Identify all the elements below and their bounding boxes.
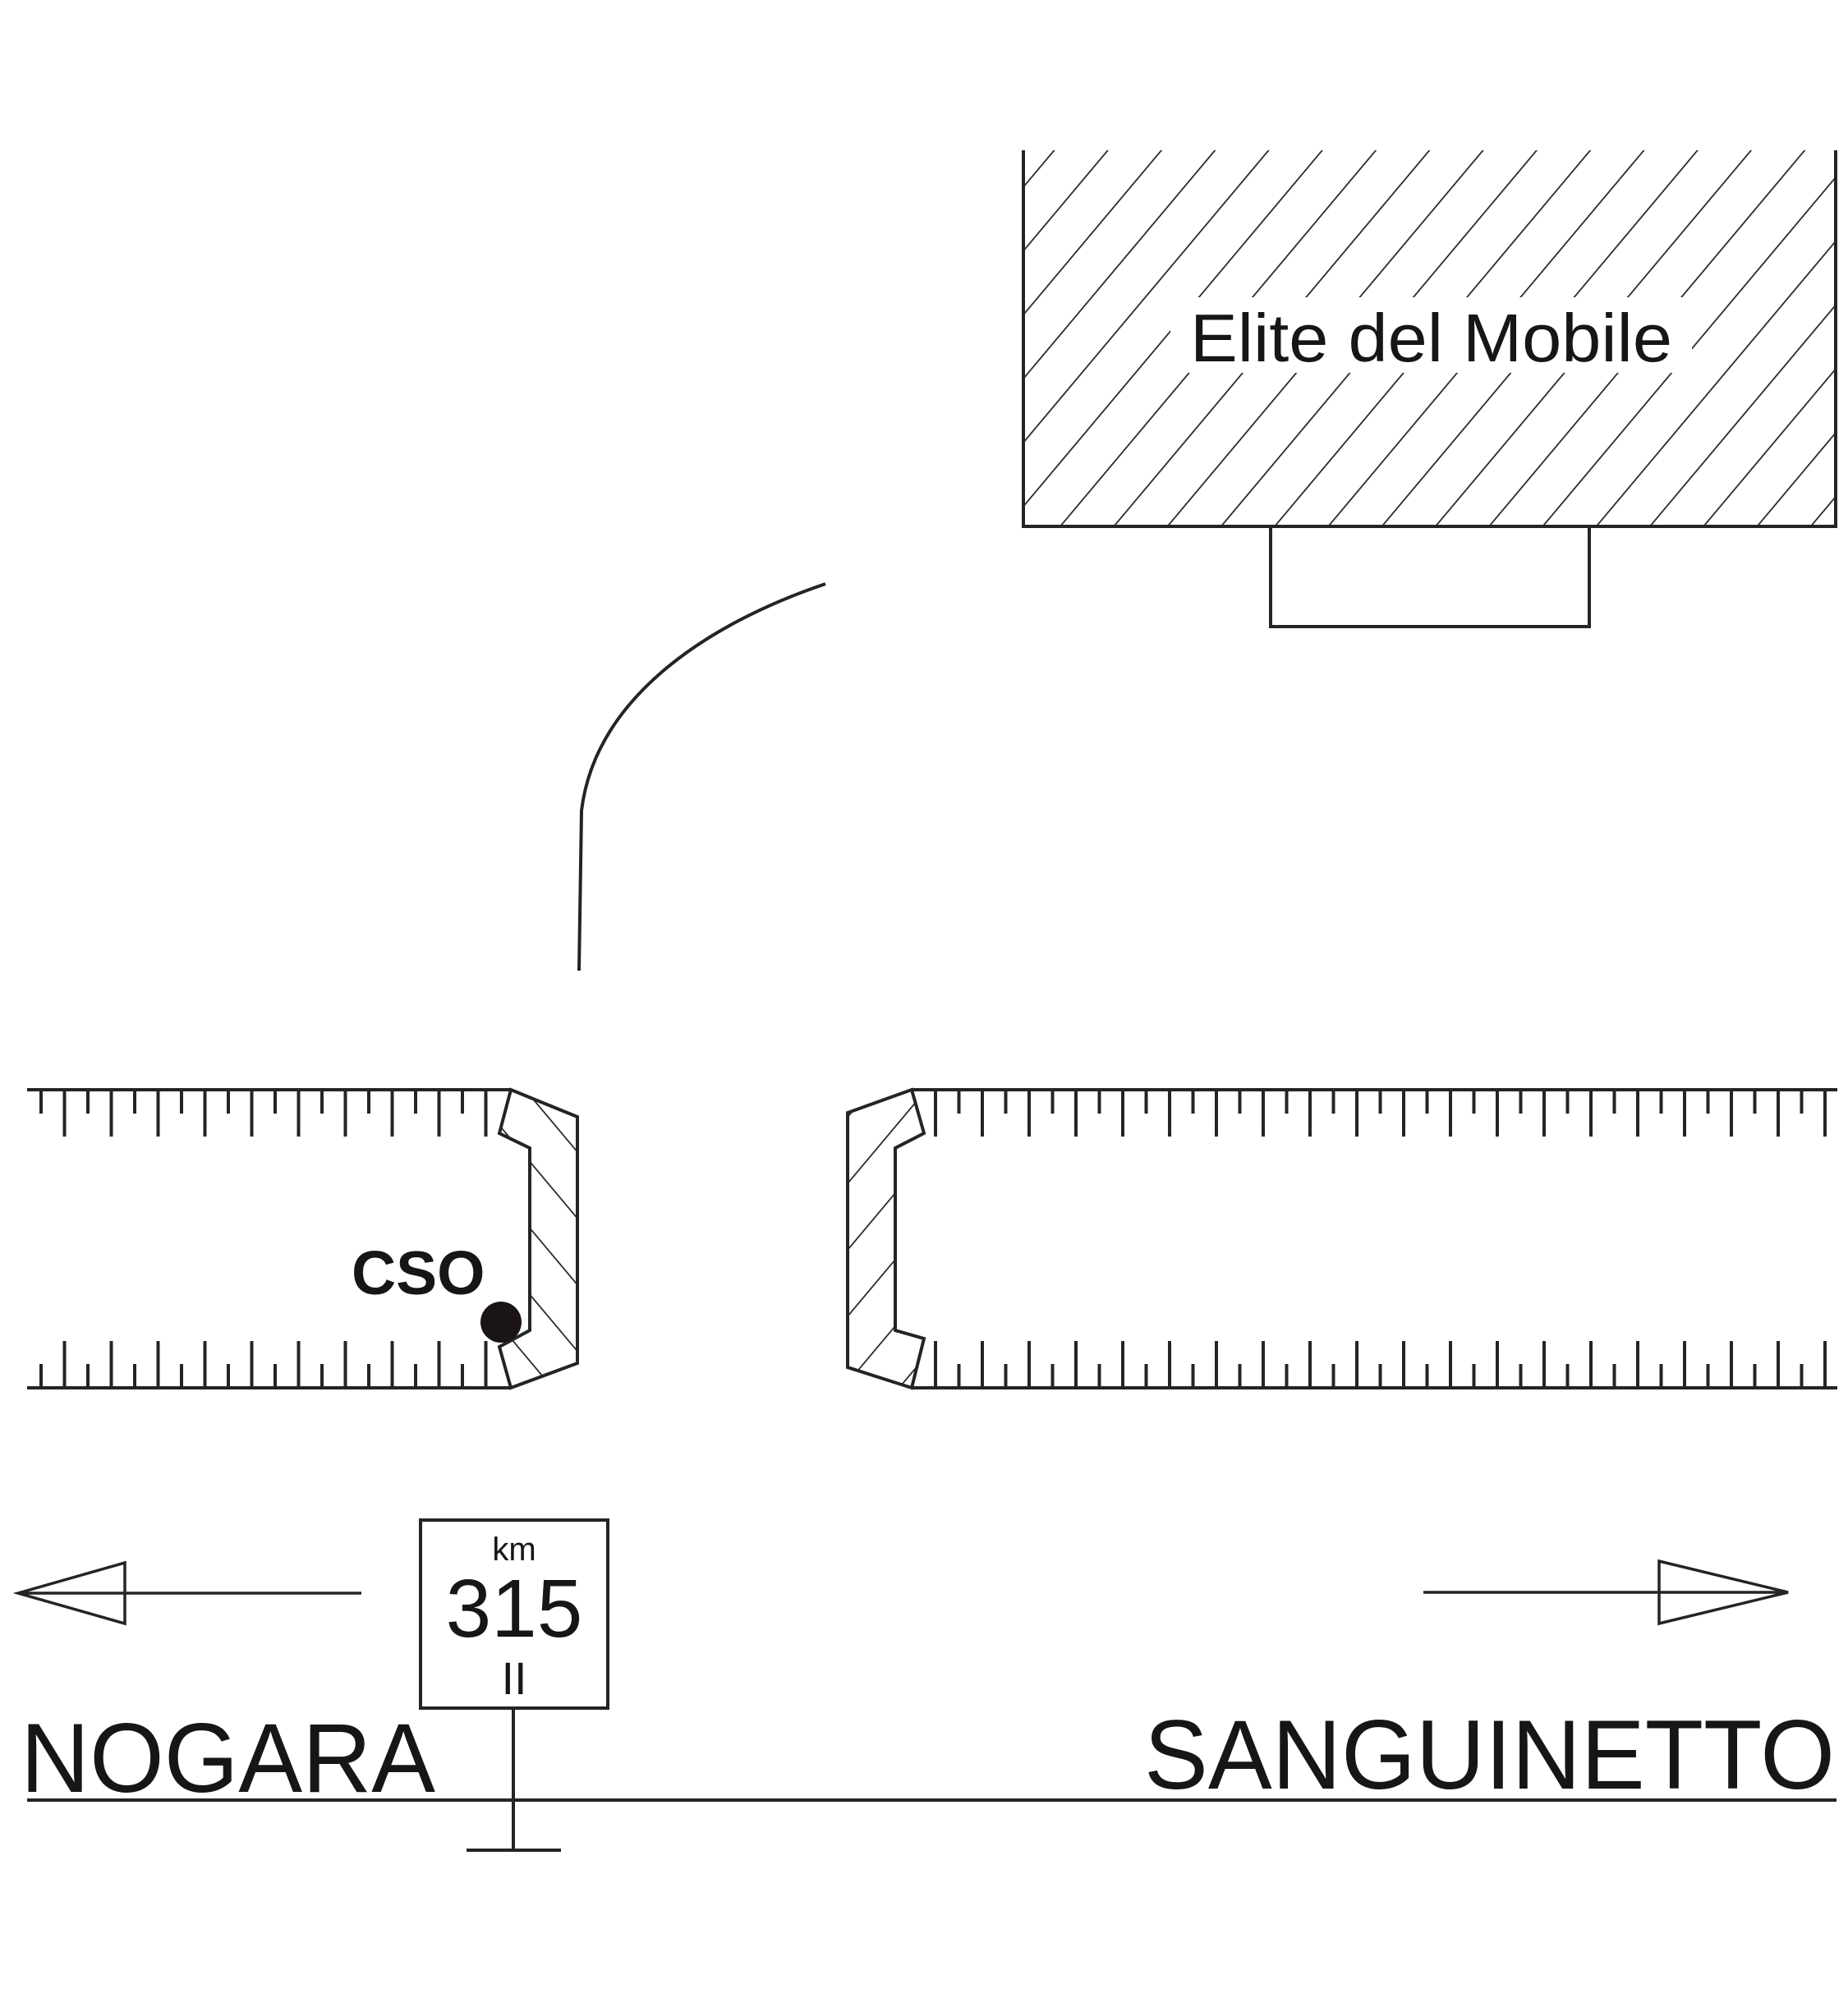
building-label-background [1170, 297, 1692, 373]
right-island-outline [846, 1087, 926, 1390]
left-roadside [27, 1088, 511, 1389]
km-sign-board [419, 1518, 609, 1710]
right-island-hatch [848, 1090, 924, 1388]
right-roadside [912, 1088, 1837, 1389]
building-label: Elite del Mobile [1190, 300, 1672, 376]
arrow-left-icon [12, 1560, 361, 1626]
left-traffic-island [497, 1087, 579, 1390]
cso-point-icon [480, 1302, 522, 1343]
right-traffic-island [846, 1087, 926, 1390]
cso-marker: CSO [352, 1238, 522, 1343]
right-top-ticks [934, 1090, 1827, 1137]
side-road-curb [577, 582, 826, 971]
right-bottom-ticks [934, 1341, 1827, 1388]
left-island-hatch [499, 1090, 577, 1388]
cso-label: CSO [352, 1238, 485, 1307]
destination-left-label: NOGARA [21, 1703, 435, 1813]
km-sign-road-class: II [501, 1652, 526, 1704]
left-top-ticks [39, 1090, 488, 1137]
left-bottom-ticks [39, 1341, 488, 1388]
km-sign: km 315 II [419, 1518, 609, 1852]
destination-right-label: SANGUINETTO [1144, 1700, 1835, 1810]
km-sign-unit: km [492, 1532, 536, 1568]
building: Elite del Mobile [1022, 150, 1837, 628]
building-entrance [1269, 525, 1591, 628]
km-sign-number: 315 [446, 1563, 583, 1655]
arrow-right-icon [1423, 1559, 1789, 1626]
left-island-outline [497, 1087, 579, 1390]
